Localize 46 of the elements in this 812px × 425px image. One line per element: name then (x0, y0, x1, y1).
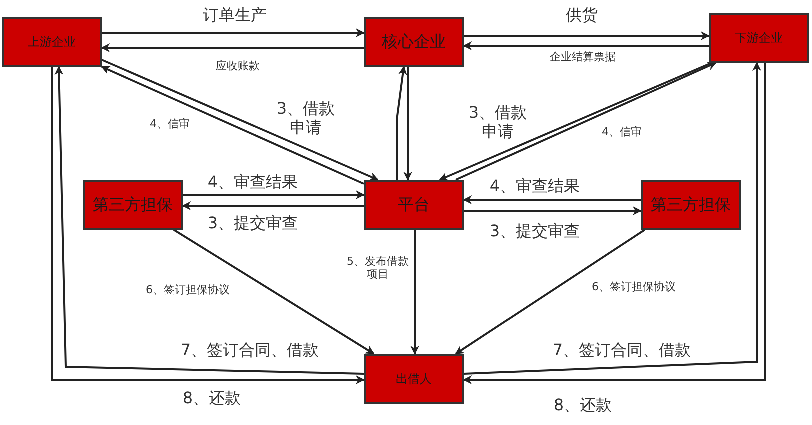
arrow (396, 66, 408, 180)
edge-label: 应收账款 (215, 59, 261, 73)
process-box (364, 354, 464, 404)
edge-label: 7、签订合同、借款 (180, 340, 320, 360)
edge-label: 企业结算票据 (549, 50, 617, 64)
node-label: 出借人 (396, 370, 432, 388)
arrow (463, 42, 709, 50)
edge-label: 8、还款 (552, 395, 614, 415)
process-box (364, 180, 464, 230)
edge-label: 6、签订担保协议 (145, 283, 231, 297)
node-label: 上游企业 (28, 34, 76, 50)
node-label: 第三方担保 (651, 194, 731, 216)
arrow (455, 229, 646, 355)
arrow (183, 190, 365, 200)
edge-label: 4、审查结果 (488, 176, 582, 196)
edge-label: 4、审查结果 (206, 172, 300, 192)
arrow (101, 44, 364, 52)
node-label: 核心企业 (382, 32, 446, 52)
arrow (464, 32, 710, 40)
process-box (709, 13, 809, 63)
arrow (173, 229, 375, 355)
node-label: 下游企业 (735, 30, 783, 46)
node-label: 第三方担保 (93, 194, 173, 216)
process-box (83, 180, 183, 230)
edge-label: 订单生产 (202, 5, 268, 25)
edge-label: 供货 (565, 5, 599, 25)
process-box (2, 17, 102, 67)
process-box (641, 180, 741, 230)
edge-label: 3、提交审查 (206, 213, 300, 233)
arrow (404, 67, 412, 181)
arrow (102, 28, 365, 38)
arrow (182, 202, 364, 210)
arrow (464, 206, 642, 216)
edge-label: 5、发布借款项目 (346, 254, 410, 282)
edge-label: 7、签订合同、借款 (552, 340, 692, 360)
arrow (410, 230, 420, 355)
edge-label: 4、信审 (601, 125, 643, 139)
edge-label: 8、还款 (182, 388, 242, 408)
edge-label: 4、信审 (149, 117, 191, 131)
edge-label: 3、提交审查 (488, 221, 582, 241)
process-box (364, 17, 464, 67)
arrow (463, 196, 641, 204)
edge-label: 3、借款申请 (276, 98, 336, 138)
edge-label: 6、签订担保协议 (591, 280, 677, 294)
node-label: 平台 (398, 194, 430, 216)
edge-label: 3、借款申请 (468, 102, 528, 142)
